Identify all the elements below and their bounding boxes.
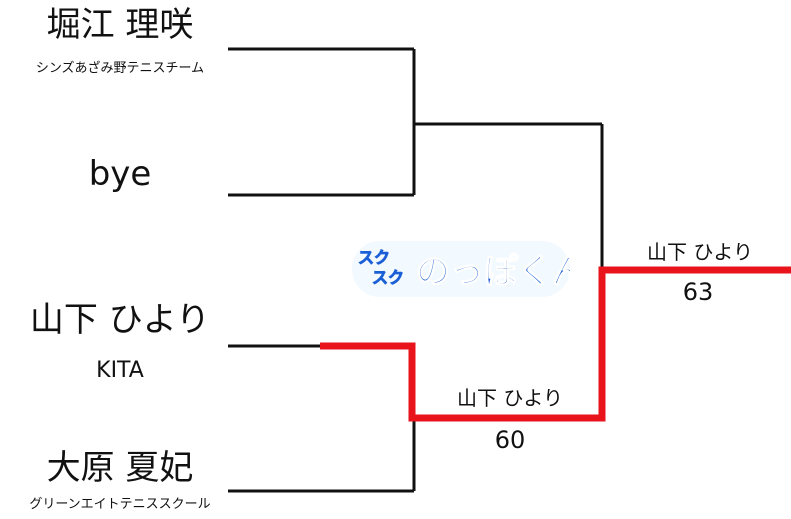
winner-path	[320, 266, 791, 422]
player-name: 堀江 理咲	[46, 5, 194, 45]
player-name: 大原 夏妃	[46, 448, 194, 488]
player-name: 山下 ひより	[29, 300, 211, 340]
player-club: グリーンエイトテニススクール	[29, 497, 211, 512]
nopporkun-logo: スク スク のっぽくん	[352, 237, 587, 301]
final-winner-score: 63	[682, 278, 714, 306]
player-name: bye	[88, 154, 152, 194]
svg-text:スク: スク	[358, 249, 390, 267]
player-club: シンズあざみ野テニスチーム	[35, 61, 205, 76]
svg-text:のっぽくん: のっぽくん	[416, 252, 570, 292]
final-winner-name: 山下 ひより	[647, 240, 753, 264]
semifinal-winner-name: 山下 ひより	[457, 386, 563, 410]
semifinal-winner-score: 60	[494, 426, 526, 454]
svg-text:スク: スク	[372, 269, 404, 287]
player-club: KITA	[96, 358, 144, 383]
